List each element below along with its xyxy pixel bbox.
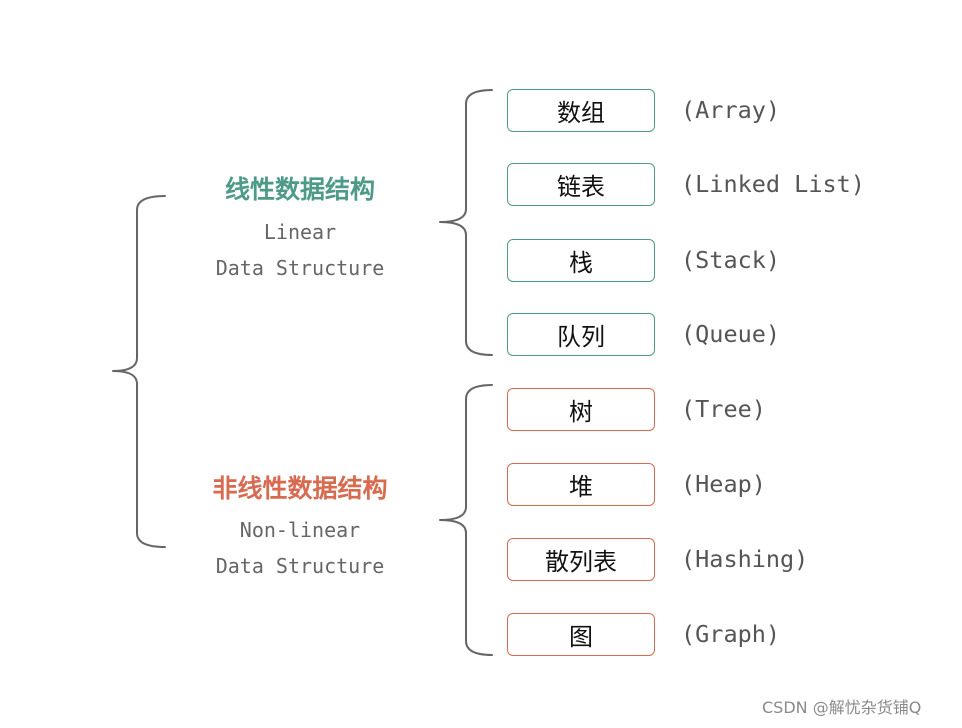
structure-box-tree: 树 — [507, 388, 655, 431]
structure-name: 散列表 — [545, 548, 617, 576]
nonlinear-group-english-line2: Data Structure — [215, 554, 385, 578]
structure-name: 栈 — [569, 249, 593, 277]
structure-box-array: 数组 — [507, 89, 655, 132]
data-structure-brace — [112, 195, 166, 548]
structure-english-queue: (Queue) — [681, 320, 781, 348]
nonlinear-brace — [439, 384, 493, 656]
structure-english-stack: (Stack) — [681, 246, 781, 274]
linear-group-title: 线性数据结构 — [224, 175, 375, 204]
structure-english-tree: (Tree) — [681, 395, 766, 423]
structure-box-stack: 栈 — [507, 239, 655, 282]
structure-name: 图 — [569, 623, 593, 651]
structure-name: 队列 — [557, 323, 605, 351]
structure-name: 堆 — [569, 473, 593, 501]
nonlinear-group-english-line1: Non-linear — [239, 518, 361, 542]
linear-brace — [439, 89, 493, 356]
structure-name: 树 — [569, 398, 593, 426]
structure-english-linked-list: (Linked List) — [681, 170, 865, 198]
structure-name: 数组 — [557, 99, 605, 127]
linear-group-english-line2: Data Structure — [215, 256, 385, 280]
structure-box-heap: 堆 — [507, 463, 655, 506]
structure-english-graph: (Graph) — [681, 620, 781, 648]
structure-box-queue: 队列 — [507, 313, 655, 356]
structure-english-array: (Array) — [681, 96, 781, 124]
structure-english-hashing: (Hashing) — [681, 545, 809, 573]
structure-english-heap: (Heap) — [681, 470, 766, 498]
nonlinear-group-title: 非线性数据结构 — [212, 474, 388, 503]
structure-box-graph: 图 — [507, 613, 655, 656]
linear-group-english-line1: Linear — [263, 220, 337, 244]
watermark: CSDN @解忧杂货铺Q — [762, 698, 922, 717]
structure-name: 链表 — [557, 173, 605, 201]
structure-box-hashing: 散列表 — [507, 538, 655, 581]
structure-box-linked-list: 链表 — [507, 163, 655, 206]
